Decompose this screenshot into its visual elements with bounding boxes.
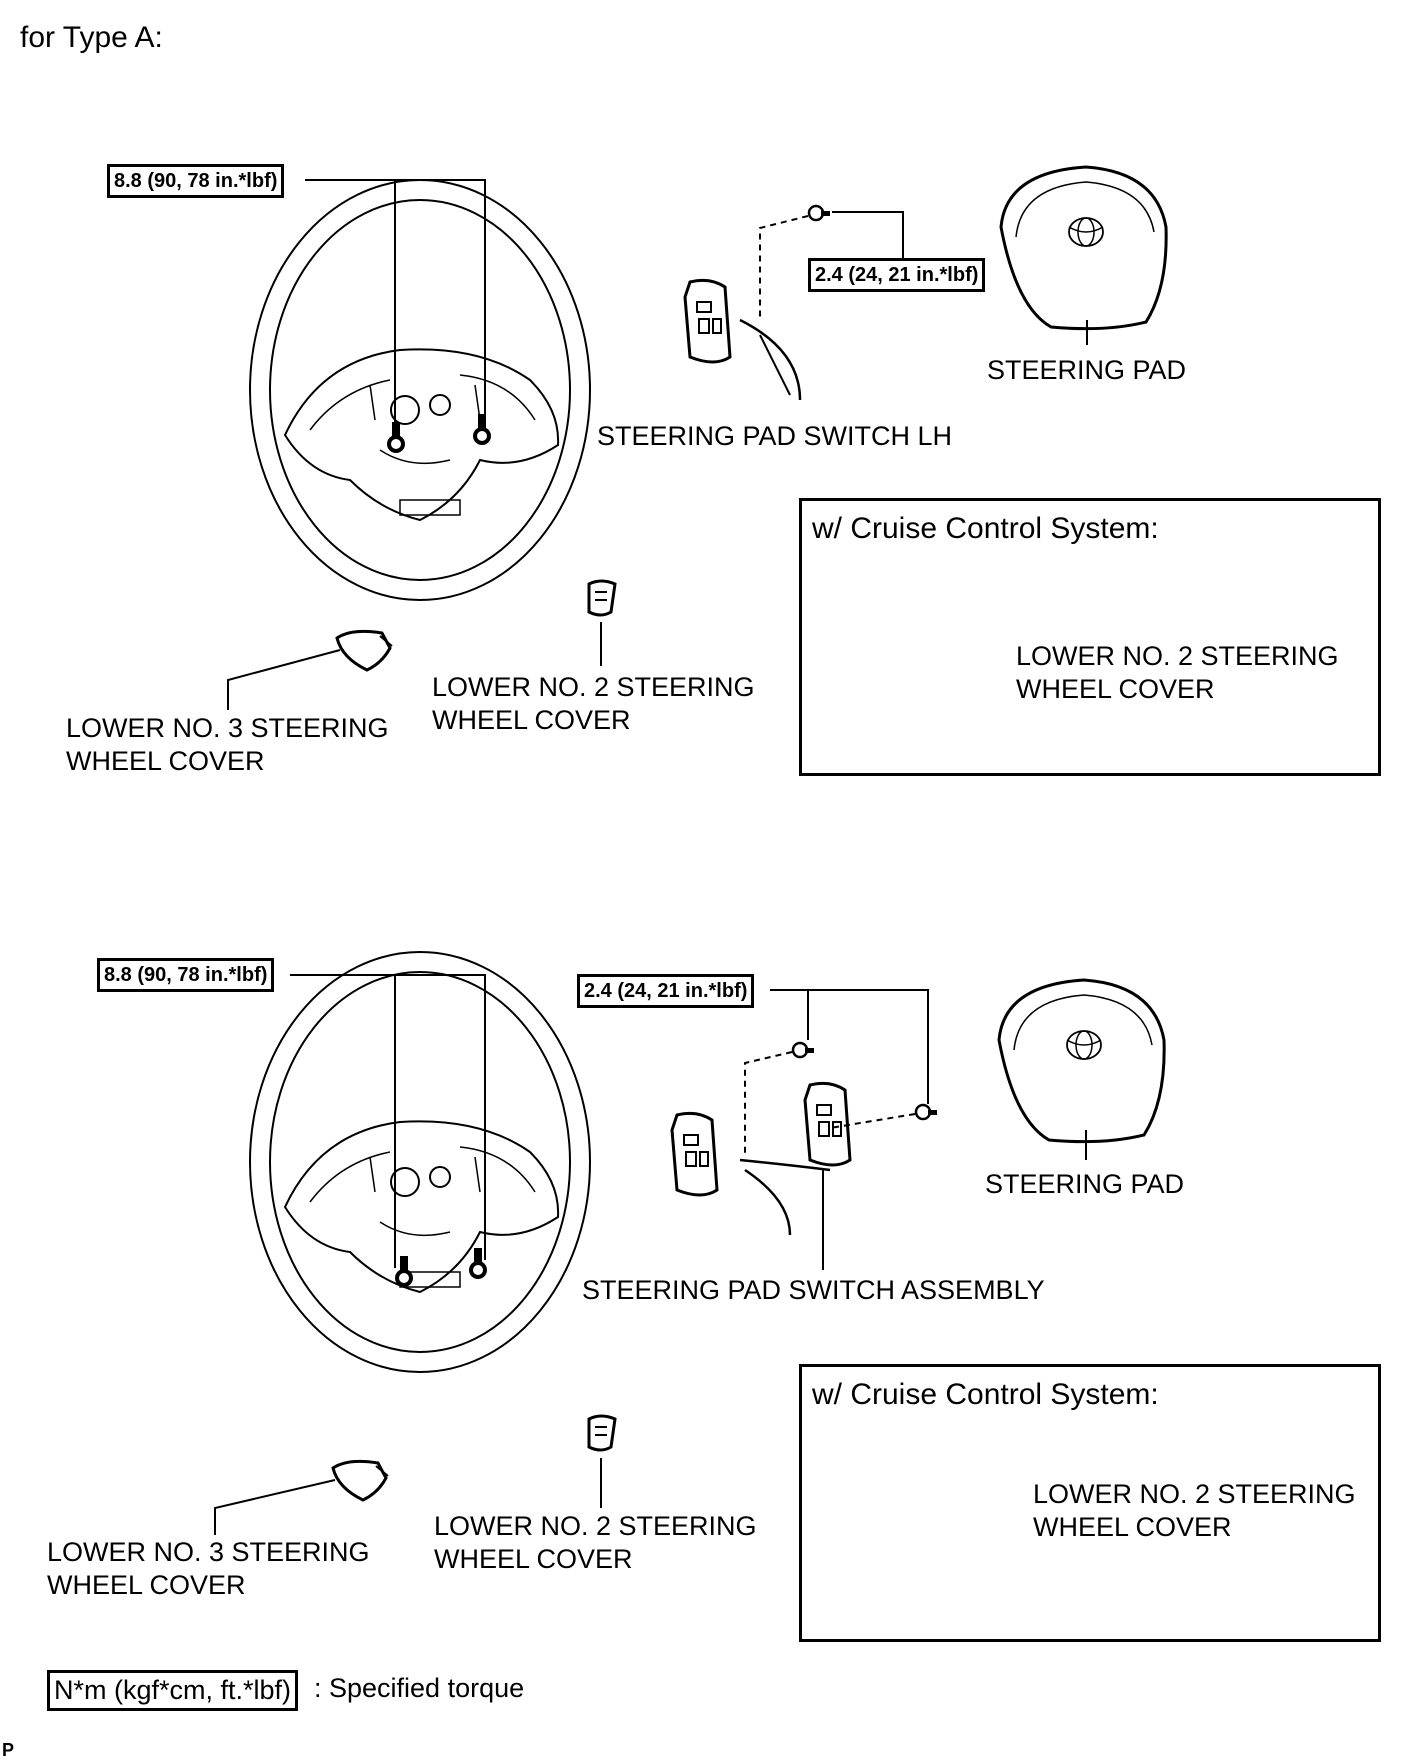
top-switch-lh-graphic <box>683 278 732 364</box>
bottom-steering-wheel <box>249 951 591 1373</box>
top-steering-pad-graphic <box>999 165 1168 331</box>
top-torque-steering-wheel: 8.8 (90, 78 in.*lbf) <box>107 164 285 198</box>
bottom-switch-torque-leader <box>770 989 929 1104</box>
top-lower-no2-graphic <box>587 579 617 617</box>
bottom-label-steering-pad: STEERING PAD <box>985 1169 1185 1199</box>
top-torque-switch: 2.4 (24, 21 in.*lbf) <box>808 258 986 292</box>
bottom-inset-label: LOWER NO. 2 STEERING WHEEL COVER <box>1033 1479 1356 1542</box>
bottom-torque-steering-wheel: 8.8 (90, 78 in.*lbf) <box>97 958 275 992</box>
corner-code: P <box>2 1740 15 1760</box>
page-header: for Type A: <box>20 21 163 54</box>
bottom-torque-switch: 2.4 (24, 21 in.*lbf) <box>577 974 755 1008</box>
top-steering-wheel <box>249 179 591 601</box>
top-switch-screw <box>807 204 832 222</box>
bottom-switch-screw-right <box>914 1103 939 1121</box>
bottom-label-lower-no3: LOWER NO. 3 STEERING WHEEL COVER <box>47 1537 370 1600</box>
top-label-lower-no3: LOWER NO. 3 STEERING WHEEL COVER <box>66 713 389 776</box>
torque-legend-text: : Specified torque <box>314 1673 525 1703</box>
bottom-label-switch-assembly: STEERING PAD SWITCH ASSEMBLY <box>582 1275 1045 1305</box>
torque-legend-key: N*m (kgf*cm, ft.*lbf) <box>47 1670 299 1711</box>
top-lower-no3-leader <box>227 649 341 710</box>
bottom-torque-leader <box>290 974 486 1268</box>
bottom-lower-no2-graphic <box>587 1414 617 1452</box>
bottom-steering-pad-graphic <box>997 978 1166 1144</box>
bottom-lower-no3-graphic <box>331 1459 390 1502</box>
bottom-label-lower-no2: LOWER NO. 2 STEERING WHEEL COVER <box>434 1511 757 1574</box>
top-lower-no3-graphic <box>335 629 394 672</box>
top-label-switch-lh: STEERING PAD SWITCH LH <box>597 421 953 451</box>
bottom-switch-right-graphic <box>803 1081 852 1167</box>
bottom-cruise-inset: w/ Cruise Control System: <box>799 1364 1381 1642</box>
top-wheel-bolt-right <box>473 414 491 445</box>
top-switch-torque-leader <box>832 211 904 260</box>
bottom-switch-screw-left <box>791 1041 816 1059</box>
top-torque-leader <box>305 179 486 432</box>
top-switch-label-leader <box>759 334 791 396</box>
bottom-inset-title: w/ Cruise Control System: <box>812 1378 1159 1411</box>
bottom-switch-left-graphic <box>670 1111 719 1197</box>
top-label-steering-pad: STEERING PAD <box>987 355 1187 385</box>
top-inset-label: LOWER NO. 2 STEERING WHEEL COVER <box>1016 641 1339 704</box>
top-label-lower-no2: LOWER NO. 2 STEERING WHEEL COVER <box>432 672 755 735</box>
top-cruise-inset: w/ Cruise Control System: <box>799 498 1381 776</box>
top-inset-title: w/ Cruise Control System: <box>812 512 1159 545</box>
bottom-lower-no3-leader <box>214 1479 336 1535</box>
